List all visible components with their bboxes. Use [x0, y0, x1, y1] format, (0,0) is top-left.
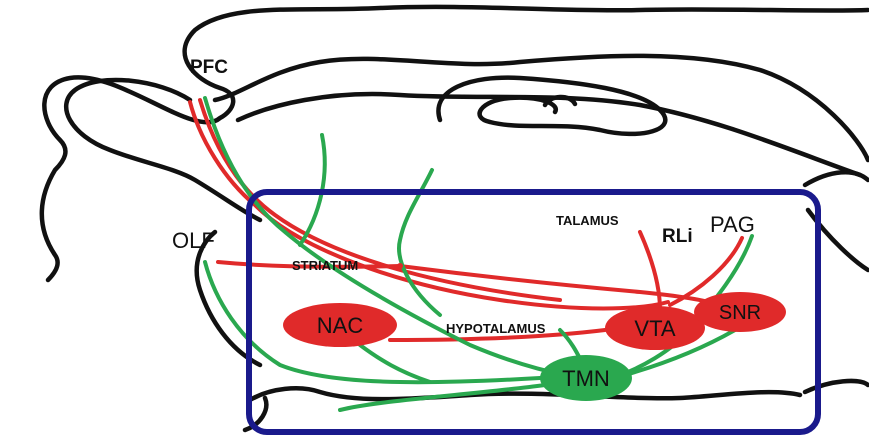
node-snr: SNR — [694, 292, 786, 332]
vta-label: VTA — [634, 316, 675, 341]
cortex-outer-outline — [42, 7, 868, 280]
green-pathways — [205, 98, 752, 410]
brainstem-outline — [805, 172, 868, 270]
olfactory-bulb-outline — [66, 80, 260, 220]
label-pfc: PFC — [190, 57, 228, 78]
tmn-label: TMN — [562, 366, 610, 391]
label-pag: PAG — [710, 212, 755, 237]
green-path-nac-tmn — [360, 345, 430, 382]
label-rli: RLi — [662, 226, 693, 247]
striatum-marker — [397, 263, 403, 269]
node-nac: NAC — [283, 303, 397, 347]
label-talamus: TALAMUS — [556, 213, 619, 228]
label-striatum: STRIATUM — [292, 258, 358, 273]
corpus-callosum-outline — [238, 94, 860, 175]
snr-label: SNR — [719, 302, 761, 324]
label-olf: OLF — [172, 228, 215, 253]
node-tmn: TMN — [540, 355, 632, 401]
node-vta: VTA — [605, 306, 705, 350]
label-hypothalamus: HYPOTALAMUS — [446, 321, 546, 336]
red-path-talamus-vta — [640, 232, 660, 310]
nac-label: NAC — [317, 313, 364, 338]
